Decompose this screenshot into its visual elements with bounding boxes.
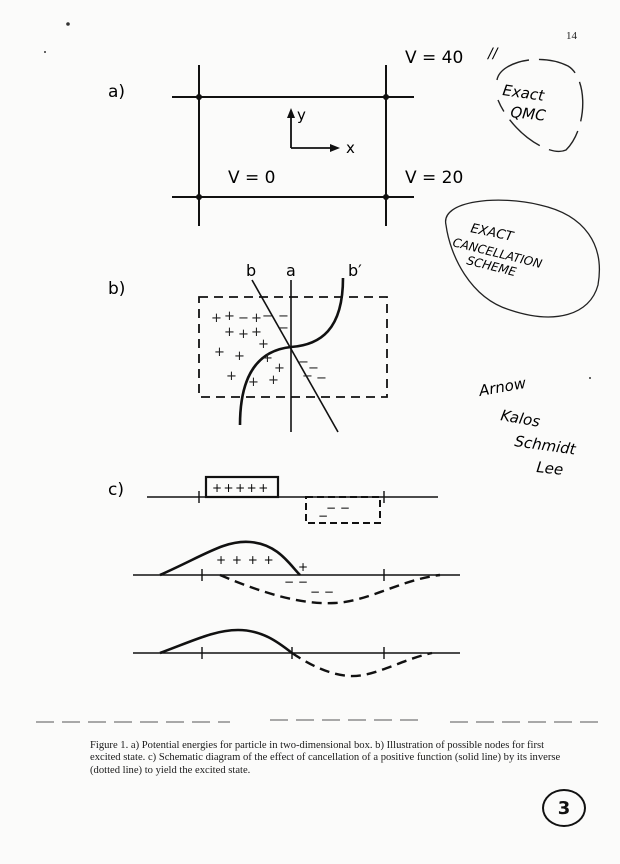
svg-text:Arnow: Arnow: [477, 374, 528, 400]
annotation-cancellation-scheme: EXACT CANCELLATION SCHEME: [445, 199, 600, 318]
panel-a-corner-dots: [196, 94, 389, 200]
node-line-b: [251, 279, 339, 433]
svg-text:+: +: [251, 311, 262, 326]
svg-text:+: +: [274, 361, 285, 376]
x-axis-arrow-icon: [330, 144, 340, 152]
svg-text:+: +: [238, 327, 249, 342]
svg-text:+: +: [262, 351, 273, 366]
panel-a-label: a): [108, 82, 125, 102]
row2-plus-signs: + + + +: [216, 553, 275, 567]
y-axis-arrow-icon: [287, 108, 295, 118]
annotation-authors: Arnow Kalos Schmidt Lee: [477, 374, 578, 479]
page-number: 14: [566, 30, 577, 42]
annotation-tick-mark: //: [486, 46, 499, 62]
node-curve-b-prime: [238, 277, 345, 426]
svg-text:−: −: [308, 361, 319, 376]
svg-text:Exact: Exact: [501, 81, 546, 105]
panel-c-row2: [133, 540, 460, 605]
svg-text:−: −: [278, 309, 289, 324]
svg-text:+: +: [258, 337, 269, 352]
svg-text:−: −: [238, 311, 249, 326]
svg-text:+: +: [234, 349, 245, 364]
potential-v20-label: V = 20: [405, 168, 463, 188]
panel-b-label: b): [108, 279, 125, 299]
panel-b-dashed-box: [198, 296, 388, 398]
svg-text:−: −: [278, 321, 289, 336]
row2-minus-signs-low: − −: [310, 585, 334, 599]
potential-v40-label: V = 40: [405, 48, 463, 68]
svg-text:+: +: [268, 373, 279, 388]
svg-text:+: +: [224, 309, 235, 324]
node-label-a: a: [286, 261, 296, 280]
panel-a-axes: [290, 115, 332, 149]
svg-text:−: −: [262, 309, 273, 324]
potential-v0-label: V = 0: [228, 168, 276, 188]
scan-artifacts: [44, 22, 591, 379]
svg-text:Lee: Lee: [536, 458, 565, 479]
panel-c-row3: [133, 628, 460, 678]
row2-minus-signs-top: − −: [284, 575, 308, 589]
svg-text:+: +: [214, 345, 225, 360]
svg-text:+: +: [251, 325, 262, 340]
y-axis-label: y: [297, 106, 306, 124]
node-label-b: b: [246, 261, 256, 280]
svg-text:−: −: [298, 355, 309, 370]
svg-text:+: +: [224, 325, 235, 340]
panel-c-label: c): [108, 480, 124, 500]
svg-text:QMC: QMC: [510, 103, 547, 125]
svg-text:+: +: [211, 311, 222, 326]
annotation-exact-qmc: Exact QMC: [496, 58, 584, 153]
svg-text:Kalos: Kalos: [499, 406, 541, 431]
x-axis-label: x: [346, 139, 355, 157]
svg-text:+: +: [248, 375, 259, 390]
svg-text:+: +: [226, 369, 237, 384]
row1-minus-signs-low: −: [318, 509, 328, 523]
page-stamp: 3: [542, 789, 586, 827]
svg-text:Schmidt: Schmidt: [513, 432, 577, 459]
node-label-b-prime: b′: [348, 261, 362, 280]
stamp-number: 3: [557, 797, 571, 819]
figure-caption: Figure 1. a) Potential energies for part…: [90, 740, 561, 776]
svg-text:−: −: [316, 371, 327, 386]
panel-a-box: [172, 65, 414, 226]
row2-plus-extra: +: [298, 560, 308, 574]
row1-plus-signs: +++++: [212, 481, 270, 495]
panel-b-sign-marks: + + − + − − + + + − + + + + + + + + − − …: [211, 309, 327, 390]
separator-line: [36, 719, 604, 723]
svg-text:−: −: [302, 369, 313, 384]
row1-minus-signs: − −: [326, 501, 350, 515]
panel-c-row1: [147, 475, 438, 524]
